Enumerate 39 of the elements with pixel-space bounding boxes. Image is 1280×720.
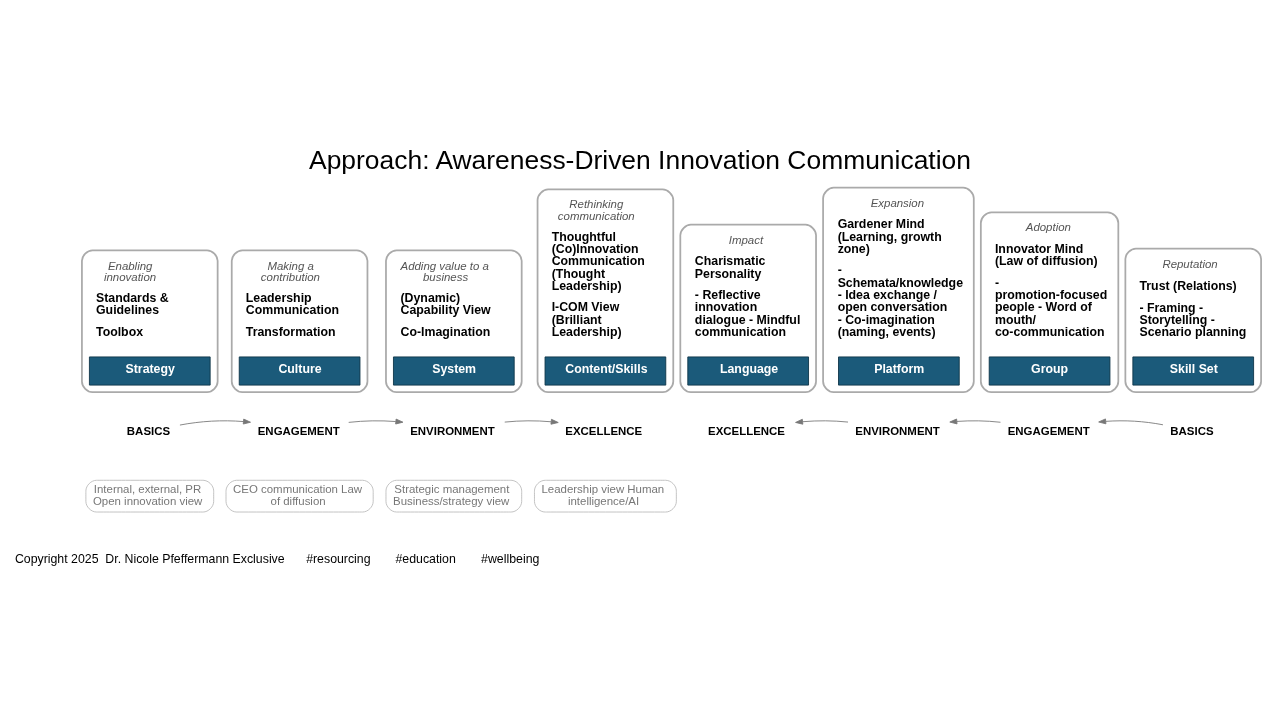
node-label: Adoption [1025, 221, 1071, 234]
node-text: ENGAGEMENT [1007, 424, 1090, 437]
label: #wellbeing [481, 551, 540, 566]
node-label: Impact [728, 233, 764, 246]
arrow [179, 418, 251, 426]
node-box: Group [988, 356, 1111, 386]
node-box: Language [687, 356, 809, 386]
node-text: EXCELLENCE [565, 424, 643, 437]
node-label: Adding value to a business [400, 259, 489, 284]
label: #education [395, 551, 456, 566]
node-label: Making a contribution [260, 259, 320, 284]
node-box: Content/Skills [544, 356, 667, 386]
node-text: ENVIRONMENT [410, 424, 495, 437]
node-box: Culture [238, 356, 361, 386]
node-box: Skill Set [1132, 356, 1255, 386]
node-text: BASICS [126, 424, 171, 437]
node-label: Enabling innovation [103, 259, 157, 284]
arrow [348, 418, 404, 425]
node-label: Reputation [1162, 257, 1218, 270]
arrow [795, 418, 849, 425]
node-label: Rethinking communication [557, 198, 635, 222]
label: Leadership view Human intelligence/AI [541, 482, 665, 508]
node-text: ENGAGEMENT [257, 424, 340, 437]
label: Strategic management Business/strategy view [393, 482, 510, 508]
label: Internal, external, PR Open innovation view [92, 482, 203, 508]
node-box: System [393, 356, 515, 386]
arrow [1098, 418, 1164, 426]
arrow [504, 418, 559, 425]
node-text: BASICS [1170, 424, 1214, 437]
arrow [949, 418, 1001, 425]
node-box: Platform [838, 356, 960, 386]
label: #resourcing [306, 551, 371, 566]
node-text: EXCELLENCE [708, 424, 785, 437]
diagram-title: Approach: Awareness-Driven Innovation Communication [309, 145, 971, 176]
node-text: ENVIRONMENT [855, 424, 940, 437]
label: CEO communication Law of diffusion [233, 482, 363, 508]
node-box: Strategy [89, 356, 211, 386]
node-label: Expansion [870, 196, 925, 209]
label: Copyright 2025 Dr. Nicole Pfeffermann Exclusive [14, 551, 285, 566]
